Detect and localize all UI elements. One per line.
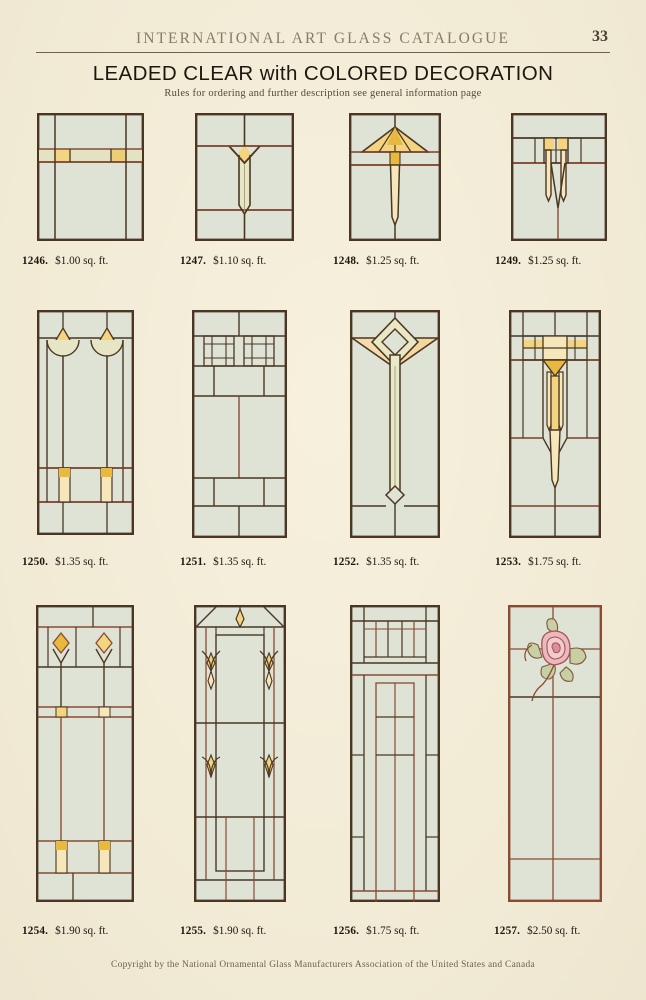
design-cell-1249[interactable] xyxy=(511,113,607,241)
design-number-1249: 1249. xyxy=(495,255,522,267)
design-cell-1246[interactable] xyxy=(37,113,144,241)
page-title: LEADED CLEAR with COLORED DECORATION xyxy=(0,62,646,86)
design-price-1254: $1.90 sq. ft. xyxy=(55,925,109,937)
caption-1255: 1255. $1.90 sq. ft. xyxy=(180,925,340,937)
design-price-1246: $1.00 sq. ft. xyxy=(55,255,109,267)
design-price-1251: $1.35 sq. ft. xyxy=(213,556,267,568)
glass-plate-1252 xyxy=(350,310,440,538)
design-price-1257: $2.50 sq. ft. xyxy=(527,925,581,937)
title-part-two: COLORED DECORATION xyxy=(303,62,554,85)
design-number-1253: 1253. xyxy=(495,556,522,568)
caption-1256: 1256. $1.75 sq. ft. xyxy=(333,925,493,937)
design-number-1252: 1252. xyxy=(333,556,360,568)
glass-plate-1250 xyxy=(37,310,134,535)
caption-1257: 1257. $2.50 sq. ft. xyxy=(494,925,646,937)
header-rule xyxy=(36,52,610,53)
page-subtitle: Rules for ordering and further descripti… xyxy=(164,88,482,99)
design-cell-1248[interactable] xyxy=(349,113,441,241)
design-price-1252: $1.35 sq. ft. xyxy=(366,556,420,568)
design-cell-1257[interactable] xyxy=(508,605,602,902)
design-number-1250: 1250. xyxy=(22,556,49,568)
design-price-1247: $1.10 sq. ft. xyxy=(213,255,267,267)
design-price-1256: $1.75 sq. ft. xyxy=(366,925,420,937)
caption-1247: 1247. $1.10 sq. ft. xyxy=(180,255,340,267)
caption-1249: 1249. $1.25 sq. ft. xyxy=(495,255,646,267)
design-cell-1255[interactable] xyxy=(194,605,286,902)
running-head-title: INTERNATIONAL ART GLASS CATALOGUE xyxy=(135,30,511,47)
caption-1254: 1254. $1.90 sq. ft. xyxy=(22,925,182,937)
design-cell-1250[interactable] xyxy=(37,310,134,535)
design-number-1257: 1257. xyxy=(494,925,521,937)
design-price-1253: $1.75 sq. ft. xyxy=(528,556,582,568)
design-cell-1254[interactable] xyxy=(36,605,134,902)
glass-plate-1247 xyxy=(195,113,294,241)
design-cell-1247[interactable] xyxy=(195,113,294,241)
glass-plate-1253 xyxy=(509,310,601,538)
design-cell-1251[interactable] xyxy=(192,310,287,538)
glass-plate-1248 xyxy=(349,113,441,241)
design-number-1247: 1247. xyxy=(180,255,207,267)
caption-1253: 1253. $1.75 sq. ft. xyxy=(495,556,646,568)
caption-1248: 1248. $1.25 sq. ft. xyxy=(333,255,493,267)
glass-plate-1254 xyxy=(36,605,134,902)
design-cell-1253[interactable] xyxy=(509,310,601,538)
copyright-notice: Copyright by the National Ornamental Gla… xyxy=(111,960,535,970)
glass-plate-1246 xyxy=(37,113,144,241)
title-part-one: LEADED CLEAR xyxy=(92,62,254,85)
glass-plate-1257 xyxy=(508,605,602,902)
caption-1250: 1250. $1.35 sq. ft. xyxy=(22,556,182,568)
design-price-1249: $1.25 sq. ft. xyxy=(528,255,582,267)
design-cell-1256[interactable] xyxy=(350,605,440,902)
caption-1246: 1246. $1.00 sq. ft. xyxy=(22,255,182,267)
caption-1252: 1252. $1.35 sq. ft. xyxy=(333,556,493,568)
design-number-1248: 1248. xyxy=(333,255,360,267)
glass-plate-1256 xyxy=(350,605,440,902)
design-cell-1252[interactable] xyxy=(350,310,440,538)
design-number-1254: 1254. xyxy=(22,925,49,937)
glass-plate-1249 xyxy=(511,113,607,241)
glass-plate-1251 xyxy=(192,310,287,538)
design-number-1251: 1251. xyxy=(180,556,207,568)
design-number-1246: 1246. xyxy=(22,255,49,267)
running-head: INTERNATIONAL ART GLASS CATALOGUE xyxy=(0,30,646,48)
design-number-1255: 1255. xyxy=(180,925,207,937)
caption-1251: 1251. $1.35 sq. ft. xyxy=(180,556,340,568)
design-number-1256: 1256. xyxy=(333,925,360,937)
design-price-1250: $1.35 sq. ft. xyxy=(55,556,109,568)
glass-plate-1255 xyxy=(194,605,286,902)
page-number: 33 xyxy=(592,28,608,45)
design-price-1248: $1.25 sq. ft. xyxy=(366,255,420,267)
design-price-1255: $1.90 sq. ft. xyxy=(213,925,267,937)
title-conjunction: with xyxy=(259,62,298,85)
